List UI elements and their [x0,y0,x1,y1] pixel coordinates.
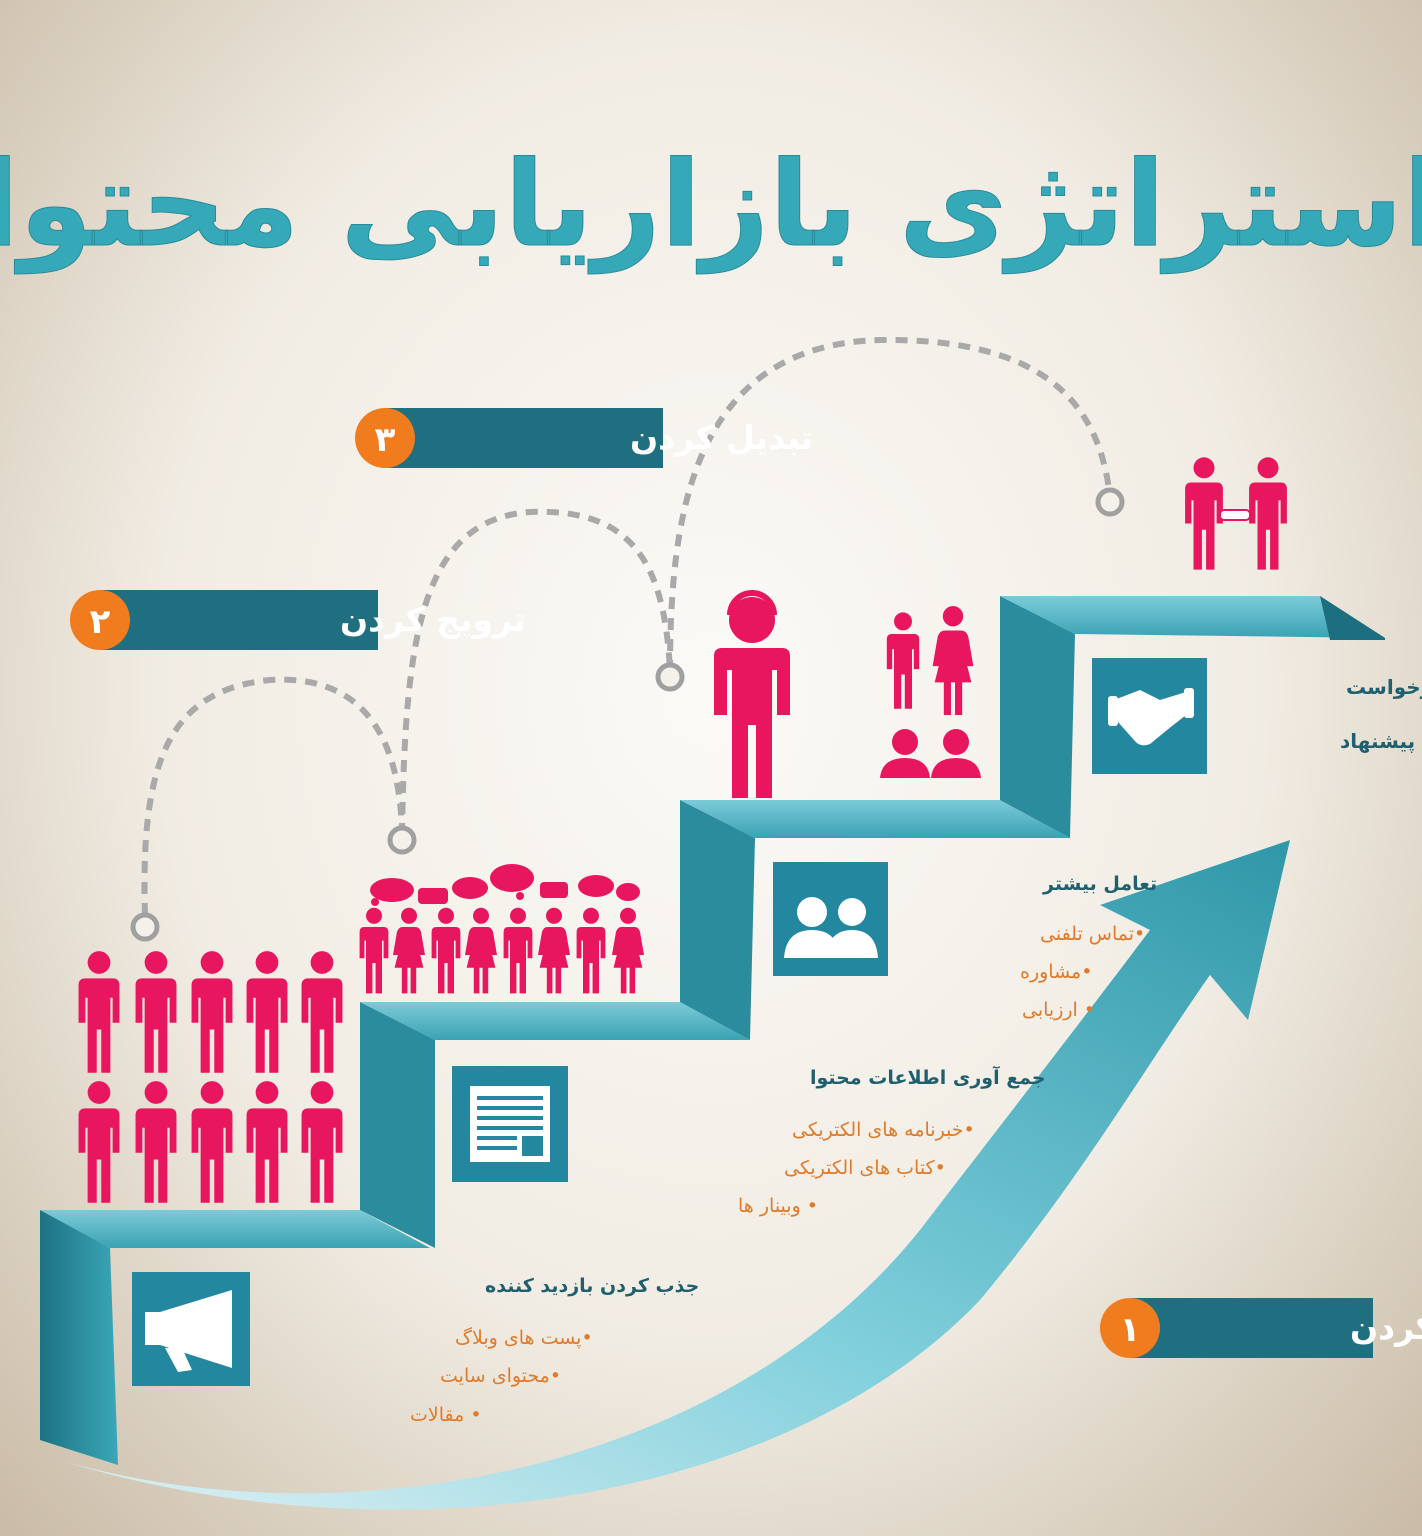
page-title: استراتژی بازاریابی محتوا [0,135,1422,274]
step-item: • مقالات [410,1404,482,1426]
step-item: •پست های وبلاگ [455,1327,593,1349]
stage-label-3: تبدیل کردن [630,418,813,458]
stage-label-1: ایجاد کردن [1350,1308,1422,1348]
stage-number-2: ۲ [90,602,111,642]
growth-arrow [60,840,1290,1510]
stage-label-2: ترویج کردن [340,600,526,640]
step-engage: تعامل بیشتر •تماس تلفنی •مشاوره • ارزیاب… [773,862,1157,1021]
stage-number-3: ۳ [375,420,396,460]
path-node-circles [130,487,1125,942]
stage-banner-1: ۱ ایجاد کردن [1100,1298,1422,1358]
step-heading: تعامل بیشتر [1042,873,1157,895]
step-item: • ارزیابی [1022,999,1095,1021]
crowd-visitors [78,951,343,1203]
newspaper-icon [470,1086,550,1162]
step-gather: جمع آوری اطلاعات محتوا •خبرنامه های الکت… [452,1065,1046,1217]
step-item: •خبرنامه های الکتریکی [792,1119,975,1141]
stage-number-1: ۱ [1120,1310,1141,1350]
business-handshake-figures [1185,457,1287,570]
crowd-engaged [714,590,981,798]
stage-banner-3: ۳ تبدیل کردن [355,408,813,468]
crowd-leads [359,864,644,994]
step-request: درخواست پیشنهاد [1092,658,1422,774]
step-heading: جمع آوری اطلاعات محتوا [810,1065,1046,1089]
step-item: • وبینار ها [738,1195,818,1217]
step-item: •کتاب های الکتریکی [784,1157,946,1179]
staircase [40,596,1385,1465]
people-icon [784,897,878,958]
step-heading: پیشنهاد [1340,729,1415,754]
dotted-path [141,336,1113,916]
step-heading: درخواست [1346,675,1422,699]
megaphone-icon [145,1290,232,1372]
step-item: •تماس تلفنی [1040,923,1145,945]
stage-banner-2: ۲ ترویج کردن [70,590,526,650]
step-attract: جذب کردن بازدید کننده •پست های وبلاگ •مح… [132,1272,699,1426]
step-heading: جذب کردن بازدید کننده [485,1275,699,1297]
step-item: •مشاوره [1020,961,1092,983]
step-item: •محتوای سایت [440,1365,561,1387]
handshake-icon [1108,688,1194,746]
